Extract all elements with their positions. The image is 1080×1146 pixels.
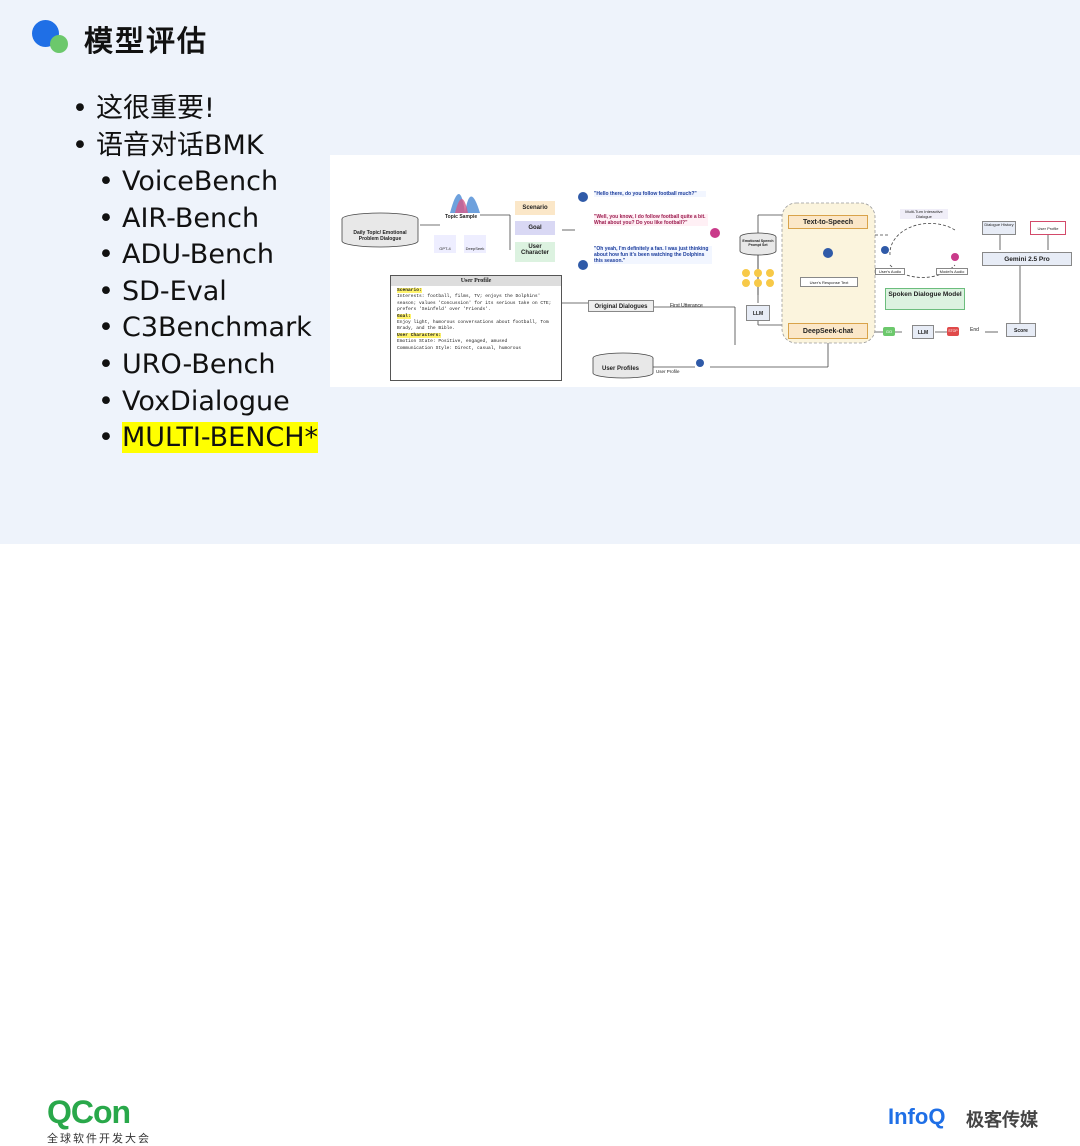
benchmark-item: VoxDialogue bbox=[96, 384, 318, 421]
benchmark-item-highlighted: MULTI-BENCH* bbox=[96, 420, 319, 457]
goal-box: Goal bbox=[515, 221, 555, 235]
dialogue-bubble-3: "Oh yeah, I'm definitely a fan. I was ju… bbox=[594, 246, 712, 264]
benchmark-item: SD-Eval bbox=[96, 274, 318, 311]
dialogue-history-box: Dialogue History bbox=[982, 221, 1016, 235]
emotional-speech-label: Emotional Speech Prompt Set bbox=[742, 239, 774, 247]
first-utterance-label: First Utterance bbox=[670, 303, 703, 309]
gemini-box: Gemini 2.5 Pro bbox=[982, 252, 1072, 266]
title-dots-icon bbox=[32, 20, 72, 56]
llm-box-right: LLM bbox=[912, 325, 934, 339]
bullet-item: 这很重要! bbox=[72, 90, 318, 127]
dialogue-bubble-2: "Well, you know, I do follow football qu… bbox=[594, 214, 708, 226]
scenario-box: Scenario bbox=[515, 201, 555, 215]
daily-topic-label: Daily Topic/ Emotional Problem Dialogue bbox=[353, 230, 407, 242]
tts-box: Text-to-Speech bbox=[788, 215, 868, 229]
profile-scenario-label: Scenario: bbox=[397, 288, 422, 293]
stop-badge: STOP bbox=[947, 327, 959, 336]
end-label: End bbox=[970, 327, 979, 333]
infoq-logo: InfoQ bbox=[888, 1104, 946, 1129]
user-profile-box-right: User Profile bbox=[1030, 221, 1066, 235]
spoken-dialogue-model-box: Spoken Dialogue Model bbox=[885, 288, 965, 310]
benchmark-item: URO-Bench bbox=[96, 347, 318, 384]
users-response-box: User's Response Text bbox=[800, 277, 858, 287]
gpt-icon: GPT-4 bbox=[434, 235, 456, 253]
llm-box-left: LLM bbox=[746, 305, 770, 321]
qcon-logo: QCon 全球软件开发大会 bbox=[47, 1096, 151, 1146]
pipeline-figure: Daily Topic/ Emotional Problem Dialogue … bbox=[330, 155, 1080, 387]
footer: QCon 全球软件开发大会 InfoQ 极客传媒 bbox=[0, 544, 1080, 1145]
profile-comm: Communication Style: Direct, casual, hum… bbox=[397, 345, 522, 351]
user-character-box: User Character bbox=[515, 242, 555, 262]
benchmark-item: C3Benchmark bbox=[96, 310, 318, 347]
profile-char-label: User Characters: bbox=[397, 332, 442, 338]
models-audio-label: Model's Audio bbox=[936, 268, 968, 275]
users-audio-label: User's Audio bbox=[875, 268, 905, 275]
deepseek-chat-box: DeepSeek-chat bbox=[788, 323, 868, 339]
benchmark-item: VoiceBench bbox=[96, 164, 318, 201]
figure-connectors bbox=[341, 192, 1049, 379]
benchmark-item: AIR-Bench bbox=[96, 201, 318, 238]
bullet-list: 这很重要! 语音对话BMK VoiceBench AIR-Bench ADU-B… bbox=[72, 90, 319, 457]
bullet-text: 语音对话BMK bbox=[96, 130, 264, 161]
benchmark-list: VoiceBench AIR-Bench ADU-Bench SD-Eval C… bbox=[96, 164, 319, 457]
benchmark-item: ADU-Bench bbox=[96, 237, 318, 274]
geek-media-logo: 极客传媒 bbox=[966, 1110, 1038, 1131]
qcon-subtitle: 全球软件开发大会 bbox=[47, 1132, 151, 1145]
qcon-wordmark: QCon bbox=[47, 1094, 131, 1130]
user-profile-small-label: User Profile bbox=[656, 369, 680, 374]
user-profiles-label: User Profiles bbox=[602, 366, 640, 372]
deepseek-icon: DeepSeek bbox=[464, 235, 486, 253]
profile-goal-label: Goal: bbox=[397, 313, 411, 319]
multi-turn-label: Multi-Turn Interactive Dialogue bbox=[900, 209, 948, 219]
profile-scenario-text: Interests: football, films, TV; enjoys t… bbox=[397, 294, 552, 313]
original-dialogues-box: Original Dialogues bbox=[588, 300, 654, 312]
go-badge: GO bbox=[883, 327, 895, 336]
user-profile-card: User Profile Scenario: Interests: footba… bbox=[390, 275, 562, 381]
bullet-item: 语音对话BMK VoiceBench AIR-Bench ADU-Bench S… bbox=[72, 127, 319, 457]
score-box: Score bbox=[1006, 323, 1036, 337]
topic-sample-label: Topic Sample bbox=[445, 214, 478, 220]
bullet-text: 这很重要! bbox=[96, 93, 215, 124]
user-profile-title: User Profile bbox=[391, 276, 561, 286]
profile-goal-text: Enjoy light, humorous conversations abou… bbox=[397, 320, 549, 332]
profile-emotion: Emotion State: Positive, engaged, amused bbox=[397, 339, 508, 345]
dialogue-bubble-1: "Hello there, do you follow football muc… bbox=[594, 191, 706, 197]
slide-background: 模型评估 这很重要! 语音对话BMK VoiceBench AIR-Bench … bbox=[0, 0, 1080, 544]
page-title: 模型评估 bbox=[84, 24, 209, 58]
